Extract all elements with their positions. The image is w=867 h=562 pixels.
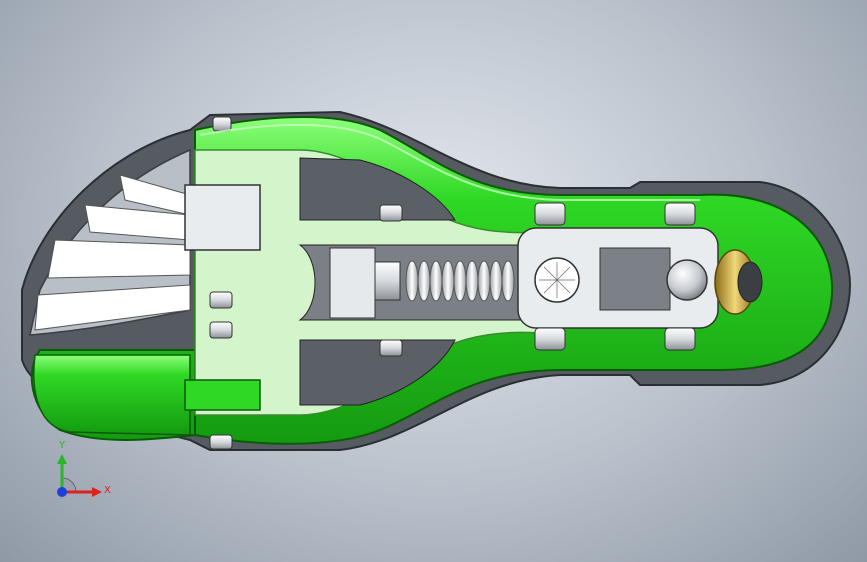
comb-teeth [29, 148, 191, 336]
edge-highlight [199, 123, 700, 201]
left-blocks [184, 184, 261, 411]
axis-triad: Y X [40, 440, 120, 510]
y-axis-label: Y [59, 440, 66, 451]
spring [329, 247, 515, 319]
z-axis-dot [57, 487, 67, 497]
clevis-link [517, 227, 763, 329]
x-axis-label: X [104, 485, 111, 496]
bolts [209, 116, 696, 450]
triad-graphic [57, 454, 102, 497]
